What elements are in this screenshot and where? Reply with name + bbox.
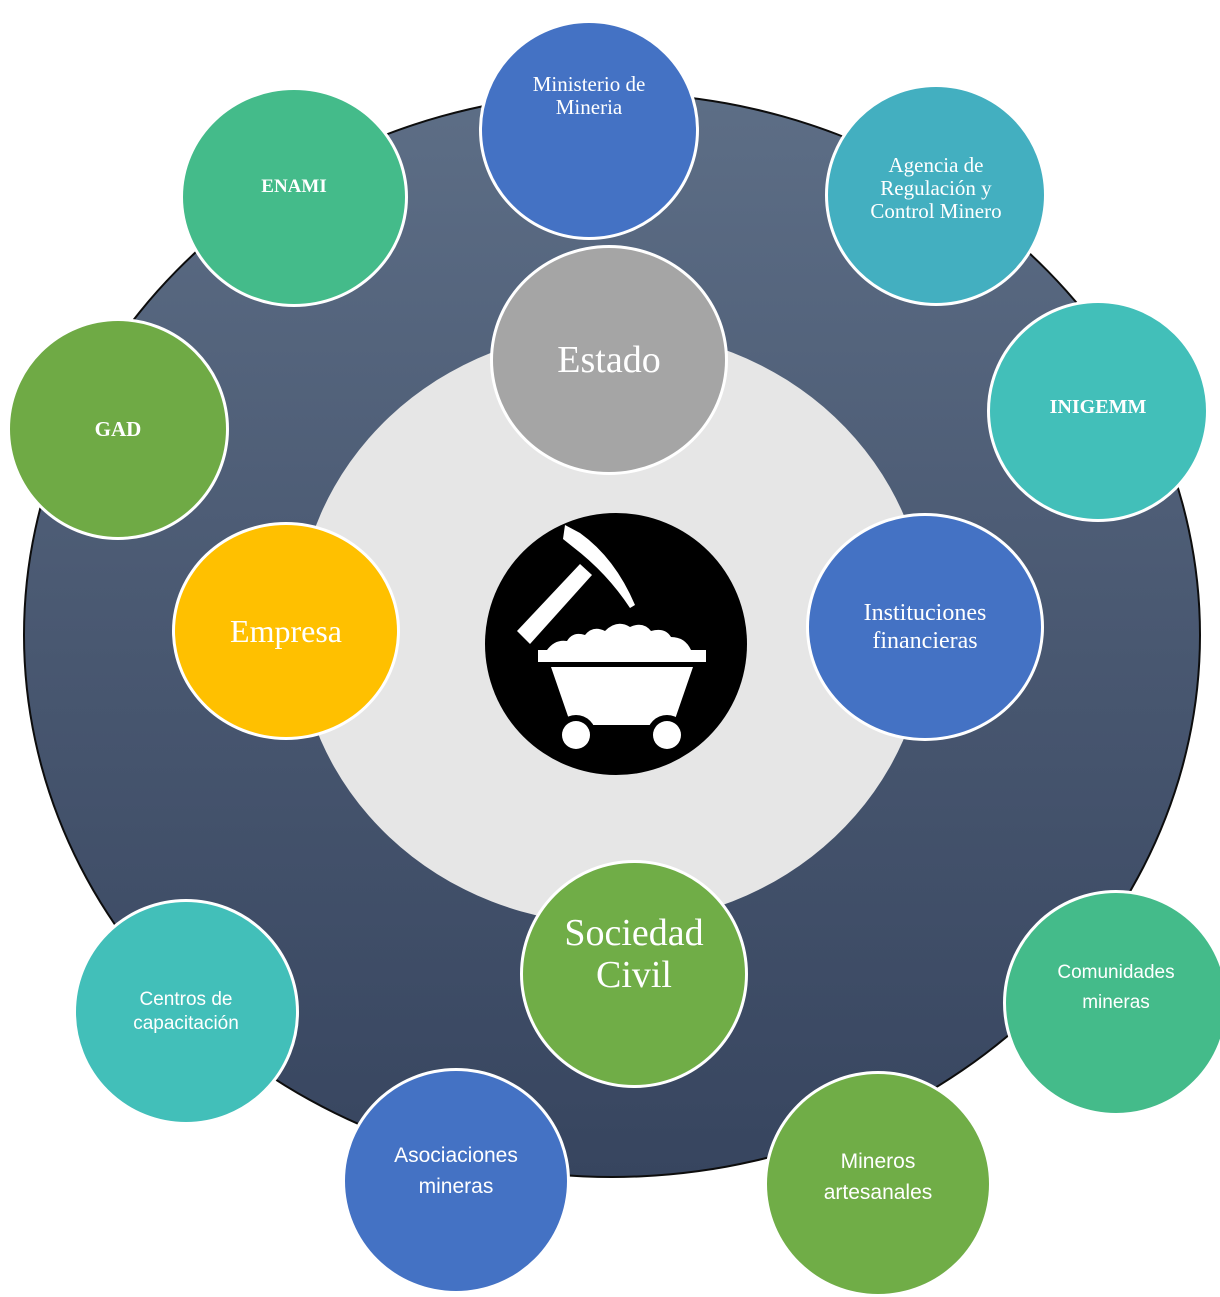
node-agencia-label: Agencia de Regulación y Control Minero (870, 152, 1002, 223)
node-estado-label: Estado (557, 339, 661, 381)
pickaxe-handle (517, 564, 592, 644)
node-mineros-label: Mineros artesanales (823, 1150, 933, 1204)
node-enami-label: ENAMI (261, 176, 327, 197)
node-estado: Estado (490, 245, 728, 475)
node-ministerio-label: Ministerio de Mineria (532, 72, 646, 119)
ore-pile (547, 623, 691, 650)
cart-wheel-right-inner (653, 721, 681, 749)
node-centros-de-capacitacion: Centros de capacitación (73, 899, 299, 1125)
node-inigemm-label: INIGEMM (1049, 395, 1147, 418)
node-sociedad-civil: Sociedad Civil (520, 860, 748, 1088)
node-empresa-label: Empresa (230, 612, 342, 649)
cart-body (551, 667, 693, 725)
cart-rim (538, 650, 706, 662)
node-gad-label: GAD (94, 416, 142, 441)
node-empresa: Empresa (172, 522, 400, 740)
node-centros-label: Centros de capacitación (133, 989, 239, 1034)
node-enami: ENAMI (180, 87, 408, 307)
node-comunidades-label: Comunidades mineras (1057, 962, 1175, 1013)
node-gad: GAD (7, 318, 229, 540)
node-sociedad-label: Sociedad Civil (564, 912, 704, 996)
pickaxe-head (563, 525, 635, 608)
node-asociaciones-mineras: Asociaciones mineras (342, 1068, 570, 1294)
node-asociaciones-label: Asociaciones mineras (394, 1144, 518, 1198)
cart-wheel-left-inner (562, 721, 590, 749)
node-ministerio-de-mineria: Ministerio de Mineria (479, 20, 699, 240)
node-comunidades-mineras: Comunidades mineras (1003, 890, 1220, 1116)
node-agencia-regulacion: Agencia de Regulación y Control Minero (825, 84, 1047, 306)
node-mineros-artesanales: Mineros artesanales (764, 1071, 992, 1297)
node-instituciones-financieras: Instituciones financieras (806, 513, 1044, 741)
node-instituciones-label: Instituciones financieras (863, 600, 987, 654)
node-inigemm: INIGEMM (987, 300, 1209, 522)
mine-cart-pickaxe-icon (485, 513, 747, 775)
mining-symbol (517, 525, 706, 755)
